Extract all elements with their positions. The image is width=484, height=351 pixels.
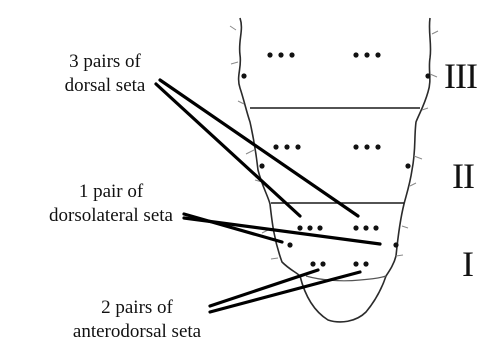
seta-dot: [273, 144, 278, 149]
right-body-edge: [386, 18, 431, 276]
seta-dot: [307, 225, 312, 230]
seta-dot: [353, 144, 358, 149]
anterodorsal-seta-label-line2: anterodorsal seta: [62, 320, 212, 344]
right-edge-fuzz: [396, 31, 438, 256]
seta-dot: [364, 144, 369, 149]
dorsolateral-seta-label-line1: 1 pair of: [36, 180, 186, 204]
seta-dots: [241, 52, 430, 266]
terminal-lobe: [300, 276, 386, 322]
dorsolateral-seta-label-line2: dorsolateral seta: [36, 204, 186, 228]
seta-dot: [353, 52, 358, 57]
seta-dot: [320, 261, 325, 266]
seta-dot: [278, 52, 283, 57]
dorsal-seta-label-line1: 3 pairs of: [40, 50, 170, 74]
seta-dot: [289, 52, 294, 57]
seta-dot: [363, 261, 368, 266]
segment-label-ii: II: [452, 158, 474, 194]
body-outline: [230, 18, 438, 322]
dorsolateral-leader-line: [184, 218, 380, 244]
dorsal-leader-line: [160, 80, 358, 216]
dorsal-seta-label-line2: dorsal seta: [40, 74, 170, 98]
seta-dot: [297, 225, 302, 230]
seta-dot: [267, 52, 272, 57]
dorsal-seta-label: 3 pairs of dorsal seta: [40, 50, 170, 98]
anterodorsal-leader-line: [210, 272, 360, 312]
seta-dot: [375, 52, 380, 57]
seta-dot: [287, 242, 292, 247]
seta-dot: [353, 261, 358, 266]
segment-label-iii: III: [444, 58, 477, 94]
anterodorsal-seta-label: 2 pairs of anterodorsal seta: [62, 296, 212, 344]
seta-dot: [363, 225, 368, 230]
seta-dot: [284, 144, 289, 149]
anterodorsal-seta-label-line1: 2 pairs of: [62, 296, 212, 320]
seta-dot: [259, 163, 264, 168]
segment-label-i: I: [462, 246, 473, 282]
seta-dot: [353, 225, 358, 230]
seta-dot: [373, 225, 378, 230]
seta-dot: [364, 52, 369, 57]
seta-dot: [375, 144, 380, 149]
seta-dot: [425, 73, 430, 78]
dorsolateral-seta-label: 1 pair of dorsolateral seta: [36, 180, 186, 228]
seta-dot: [393, 242, 398, 247]
seta-dot: [241, 73, 246, 78]
seta-dot: [405, 163, 410, 168]
seta-dot: [295, 144, 300, 149]
seta-dot: [310, 261, 315, 266]
seta-dot: [317, 225, 322, 230]
